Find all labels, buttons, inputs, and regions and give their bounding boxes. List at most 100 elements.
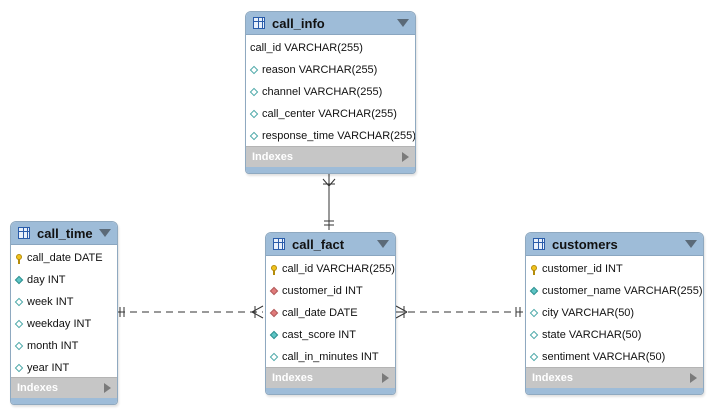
expand-arrow-icon[interactable] bbox=[104, 383, 111, 393]
column-list: call_id VARCHAR(255) reason VARCHAR(255) c… bbox=[246, 35, 415, 147]
table-name: call_info bbox=[272, 15, 325, 31]
table-call-time[interactable]: call_time call_date DATE day INT week INT we… bbox=[10, 221, 118, 405]
column-row[interactable]: state VARCHAR(50) bbox=[526, 324, 703, 346]
column-label: reason VARCHAR(255) bbox=[262, 64, 378, 76]
indexes-section[interactable]: Indexes bbox=[266, 367, 395, 388]
column-row[interactable]: day INT bbox=[11, 269, 117, 291]
column-row[interactable]: channel VARCHAR(255) bbox=[246, 81, 415, 103]
indexes-section[interactable]: Indexes bbox=[526, 367, 703, 388]
column-row[interactable]: month INT bbox=[11, 335, 117, 357]
column-row[interactable]: year INT bbox=[11, 357, 117, 379]
column-row[interactable]: call_id VARCHAR(255) bbox=[266, 258, 395, 280]
column-row[interactable]: sentiment VARCHAR(50) bbox=[526, 346, 703, 368]
column-label: year INT bbox=[27, 362, 70, 374]
column-label: customer_id INT bbox=[542, 263, 623, 275]
indexes-label: Indexes bbox=[252, 151, 293, 163]
crow-foot-mark bbox=[251, 305, 264, 313]
table-icon bbox=[18, 227, 30, 239]
table-icon bbox=[253, 17, 265, 29]
table-header[interactable]: call_fact bbox=[266, 233, 395, 256]
attribute-diamond-icon bbox=[15, 320, 24, 329]
column-label: customer_name VARCHAR(255) bbox=[542, 285, 703, 297]
attribute-diamond-icon bbox=[530, 331, 539, 340]
primary-key-icon bbox=[15, 253, 24, 264]
column-label: weekday INT bbox=[27, 318, 92, 330]
not-null-diamond-icon bbox=[530, 287, 539, 296]
column-list: call_id VARCHAR(255) customer_id INT call_… bbox=[266, 256, 395, 368]
column-list: call_date DATE day INT week INT weekday INT… bbox=[11, 245, 117, 379]
attribute-diamond-icon bbox=[15, 342, 24, 351]
not-null-diamond-icon bbox=[270, 331, 279, 340]
expand-arrow-icon[interactable] bbox=[382, 373, 389, 383]
column-row[interactable]: reason VARCHAR(255) bbox=[246, 59, 415, 81]
primary-key-icon bbox=[530, 264, 539, 275]
indexes-label: Indexes bbox=[17, 382, 58, 394]
column-label: call_in_minutes INT bbox=[282, 351, 379, 363]
table-header[interactable]: call_time bbox=[11, 222, 117, 245]
column-row[interactable]: customer_id INT bbox=[266, 280, 395, 302]
crow-foot-mark bbox=[395, 305, 408, 313]
indexes-section[interactable]: Indexes bbox=[246, 146, 415, 167]
column-row[interactable]: customer_name VARCHAR(255) bbox=[526, 280, 703, 302]
crow-foot-mark bbox=[322, 178, 330, 187]
crow-foot-mark bbox=[328, 178, 336, 187]
column-label: response_time VARCHAR(255) bbox=[262, 130, 416, 142]
column-label: state VARCHAR(50) bbox=[542, 329, 642, 341]
expand-arrow-icon[interactable] bbox=[402, 152, 409, 162]
table-footer bbox=[11, 398, 117, 404]
attribute-diamond-icon bbox=[270, 353, 279, 362]
column-row[interactable]: call_in_minutes INT bbox=[266, 346, 395, 368]
collapse-chevron-icon[interactable] bbox=[377, 240, 389, 248]
column-row[interactable]: cast_score INT bbox=[266, 324, 395, 346]
crow-foot-mark bbox=[395, 311, 408, 319]
table-call-info[interactable]: call_info call_id VARCHAR(255) reason VARC… bbox=[245, 11, 416, 174]
column-row[interactable]: weekday INT bbox=[11, 313, 117, 335]
indexes-label: Indexes bbox=[272, 372, 313, 384]
attribute-diamond-icon bbox=[15, 364, 24, 373]
column-label: call_id VARCHAR(255) bbox=[282, 263, 395, 275]
collapse-chevron-icon[interactable] bbox=[397, 19, 409, 27]
table-header[interactable]: call_info bbox=[246, 12, 415, 35]
column-row[interactable]: city VARCHAR(50) bbox=[526, 302, 703, 324]
column-list: customer_id INT customer_name VARCHAR(255… bbox=[526, 256, 703, 368]
expand-arrow-icon[interactable] bbox=[690, 373, 697, 383]
column-label: day INT bbox=[27, 274, 66, 286]
attribute-diamond-icon bbox=[250, 88, 259, 97]
table-footer bbox=[526, 388, 703, 394]
table-header[interactable]: customers bbox=[526, 233, 703, 256]
table-icon bbox=[533, 238, 545, 250]
not-null-diamond-icon bbox=[15, 276, 24, 285]
table-call-fact[interactable]: call_fact call_id VARCHAR(255) customer_id… bbox=[265, 232, 396, 395]
foreign-key-diamond-icon bbox=[270, 287, 279, 296]
indexes-section[interactable]: Indexes bbox=[11, 377, 117, 398]
primary-key-icon bbox=[270, 264, 279, 275]
table-customers[interactable]: customers customer_id INT customer_name VA… bbox=[525, 232, 704, 395]
collapse-chevron-icon[interactable] bbox=[685, 240, 697, 248]
table-footer bbox=[246, 167, 415, 173]
foreign-key-diamond-icon bbox=[270, 309, 279, 318]
indexes-label: Indexes bbox=[532, 372, 573, 384]
column-label: call_id VARCHAR(255) bbox=[250, 42, 363, 54]
table-footer bbox=[266, 388, 395, 394]
column-row[interactable]: call_date DATE bbox=[266, 302, 395, 324]
collapse-chevron-icon[interactable] bbox=[99, 229, 111, 237]
column-label: city VARCHAR(50) bbox=[542, 307, 635, 319]
column-row[interactable]: response_time VARCHAR(255) bbox=[246, 125, 415, 147]
attribute-diamond-icon bbox=[530, 309, 539, 318]
table-name: customers bbox=[552, 236, 618, 252]
column-label: month INT bbox=[27, 340, 79, 352]
crow-foot-mark bbox=[251, 311, 264, 319]
column-label: sentiment VARCHAR(50) bbox=[542, 351, 666, 363]
column-row[interactable]: call_date DATE bbox=[11, 247, 117, 269]
column-label: call_center VARCHAR(255) bbox=[262, 108, 397, 120]
column-row[interactable]: customer_id INT bbox=[526, 258, 703, 280]
column-label: customer_id INT bbox=[282, 285, 363, 297]
table-name: call_time bbox=[37, 225, 93, 241]
column-row[interactable]: call_id VARCHAR(255) bbox=[246, 37, 415, 59]
column-row[interactable]: call_center VARCHAR(255) bbox=[246, 103, 415, 125]
column-label: week INT bbox=[27, 296, 74, 308]
column-row[interactable]: week INT bbox=[11, 291, 117, 313]
attribute-diamond-icon bbox=[250, 132, 259, 141]
